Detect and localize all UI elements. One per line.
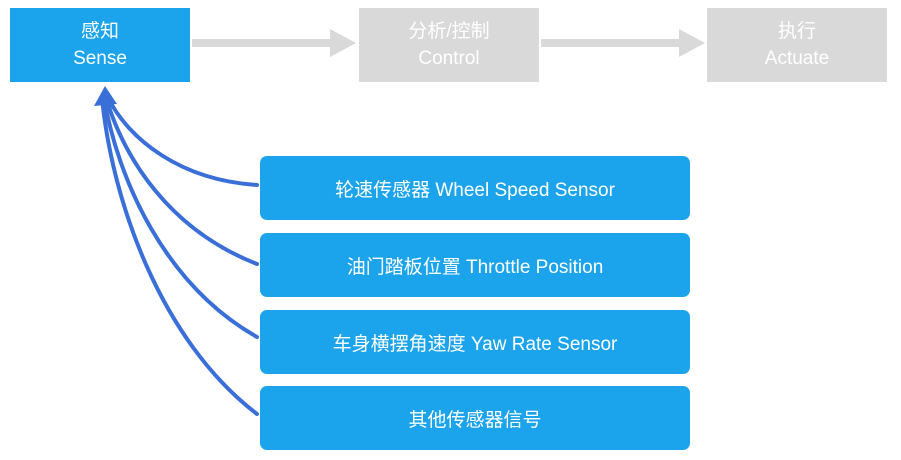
input-arrow-wheel-speed — [106, 96, 259, 187]
input-arrow-other — [100, 96, 259, 416]
sensor-wheel-speed-label: 轮速传感器 Wheel Speed Sensor — [335, 179, 615, 201]
sensor-other-signals-label: 其他传感器信号 — [408, 409, 542, 431]
stage-control-zh: 分析/控制 — [408, 21, 490, 42]
stage-control-en: Control — [418, 48, 480, 69]
input-arrowhead — [94, 86, 117, 106]
stage-actuate-en: Actuate — [764, 48, 830, 69]
stage-sense: 感知 Sense — [10, 8, 190, 82]
flow-arrow-head — [679, 29, 705, 57]
stage-sense-zh: 感知 — [80, 21, 119, 42]
sensor-yaw-rate: 车身横摆角速度 Yaw Rate Sensor — [260, 310, 690, 374]
stage-actuate: 执行 Actuate — [707, 8, 887, 82]
stage-actuate-zh: 执行 — [777, 21, 816, 42]
sensor-throttle-position: 油门踏板位置 Throttle Position — [260, 233, 690, 297]
flow-arrow-sense-to-control — [192, 29, 356, 57]
input-arrow-yaw-rate — [102, 96, 259, 339]
input-arrows — [100, 96, 259, 416]
sensor-throttle-position-label: 油门踏板位置 Throttle Position — [346, 256, 604, 278]
sensor-other-signals: 其他传感器信号 — [260, 386, 690, 450]
flow-arrow-shaft — [192, 39, 332, 47]
sensor-yaw-rate-label: 车身横摆角速度 Yaw Rate Sensor — [332, 333, 618, 355]
stage-sense-en: Sense — [73, 48, 127, 69]
input-arrow-throttle — [104, 96, 259, 266]
sensor-wheel-speed: 轮速传感器 Wheel Speed Sensor — [260, 156, 690, 220]
stage-control: 分析/控制 Control — [359, 8, 539, 82]
flow-arrow-shaft — [541, 39, 681, 47]
flow-arrow-control-to-actuate — [541, 29, 705, 57]
flow-arrow-head — [330, 29, 356, 57]
